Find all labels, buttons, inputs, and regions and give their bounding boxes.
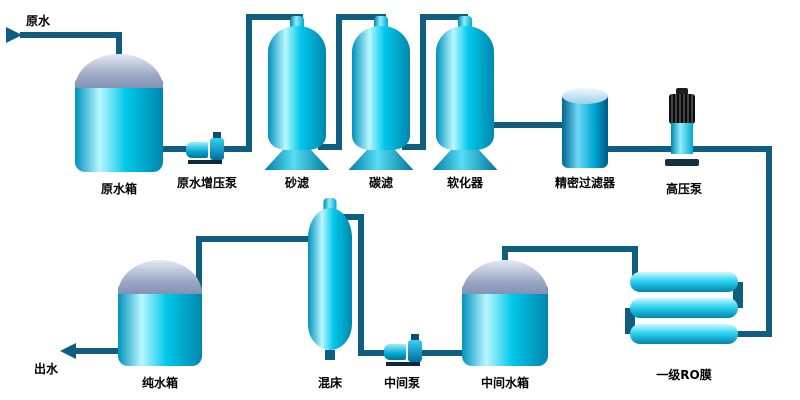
water-out-label: 出水 — [34, 362, 59, 376]
pipe-mixedbed-out — [196, 236, 312, 242]
vessel-skirt — [264, 148, 330, 170]
vessel-body — [308, 208, 352, 350]
carbon-filter-vessel — [348, 16, 414, 170]
pipe-sand-out — [318, 144, 342, 150]
vessel-skirt — [348, 148, 414, 170]
sand-filter-vessel — [264, 16, 330, 170]
pump-motor — [384, 344, 406, 360]
pipe-hp-pump-out — [690, 146, 772, 152]
tank-body — [462, 284, 548, 366]
pipe-ro-feed — [732, 331, 772, 337]
pump-head — [408, 340, 422, 362]
pipe-top-sand — [246, 14, 303, 20]
pipe-softener-out — [490, 122, 570, 128]
pipe-tank-to-booster — [156, 146, 194, 152]
pipe-riser-softener — [420, 14, 426, 150]
pipe-ro-to-midtank — [502, 246, 638, 252]
pipe-riser-mixedbed — [358, 214, 364, 356]
pump-cap — [213, 132, 221, 138]
mixed-bed-vessel — [308, 198, 352, 360]
pump-base — [188, 160, 222, 164]
intermediate-pump — [384, 334, 422, 366]
pump-motor — [669, 94, 695, 124]
intermediate-water-tank — [462, 260, 548, 366]
raw-water-tank — [75, 54, 163, 172]
ro-membrane-tube — [630, 324, 738, 344]
vessel-foot — [325, 350, 335, 360]
vessel-skirt — [432, 148, 498, 170]
softener-vessel — [432, 16, 498, 170]
vessel-body — [268, 26, 326, 150]
high-pressure-pump — [664, 88, 700, 166]
pipe-precision-out — [604, 146, 674, 152]
pure-water-tank-label: 纯水箱 — [141, 376, 179, 390]
intermediate-pump-label: 中间泵 — [383, 376, 421, 390]
pipe-carbon-out — [402, 144, 426, 150]
pipe-raw-inlet-h — [20, 32, 122, 38]
tank-dome — [118, 260, 202, 294]
vessel-body — [436, 26, 494, 150]
cartridge-body — [562, 96, 608, 168]
precision-filter-label: 精密过滤器 — [554, 176, 616, 190]
tank-dome — [462, 260, 548, 294]
pipe-puretank-in — [196, 236, 202, 288]
precision-filter-vessel — [562, 88, 608, 168]
pipe-puretank-out — [76, 348, 122, 354]
booster-pump-label: 原水增压泵 — [176, 176, 238, 190]
pipe-riser-carbon — [336, 14, 342, 150]
ro-end-connector — [733, 282, 743, 308]
high-pressure-pump-label: 高压泵 — [665, 182, 703, 196]
cartridge-top — [562, 88, 608, 104]
inlet-flow-arrow-icon — [6, 27, 22, 43]
pure-water-tank — [118, 260, 202, 366]
pipe-midpump-out — [358, 350, 388, 356]
tank-dome — [75, 54, 163, 88]
sand-filter-label: 砂滤 — [284, 176, 310, 190]
pump-base — [386, 362, 420, 366]
outlet-flow-arrow-icon — [60, 343, 76, 359]
pipe-right-down — [766, 146, 772, 337]
pump-cap — [411, 334, 419, 340]
pump-base — [665, 159, 699, 166]
ro-membrane-tube — [630, 298, 738, 318]
pipe-booster-out — [214, 146, 252, 152]
pipe-top-carbon — [336, 14, 386, 20]
softener-label: 软化器 — [446, 176, 484, 190]
pipe-raw-inlet-v — [116, 32, 122, 64]
pump-body — [671, 123, 693, 154]
raw-water-tank-label: 原水箱 — [100, 182, 138, 196]
ro-membrane-bank — [625, 272, 743, 344]
pump-head — [210, 138, 224, 160]
raw-water-label: 原水 — [26, 14, 51, 28]
intermediate-tank-label: 中间水箱 — [480, 376, 530, 390]
mixed-bed-label: 混床 — [317, 376, 343, 390]
tank-body — [118, 284, 202, 366]
pipe-midtank-out — [414, 350, 466, 356]
pipe-riser-sand — [246, 14, 252, 152]
ro-end-connector — [625, 308, 635, 334]
pipe-ro-out-v — [632, 248, 638, 284]
booster-pump — [186, 132, 224, 164]
pump-motor — [186, 142, 208, 158]
pipe-top-softener — [420, 14, 468, 20]
carbon-filter-label: 碳滤 — [368, 176, 394, 190]
vessel-body — [352, 26, 410, 150]
pump-cap — [676, 88, 688, 95]
ro-membrane-label: 一级RO膜 — [656, 368, 712, 382]
ro-membrane-tube — [630, 272, 738, 292]
tank-body — [75, 78, 163, 172]
